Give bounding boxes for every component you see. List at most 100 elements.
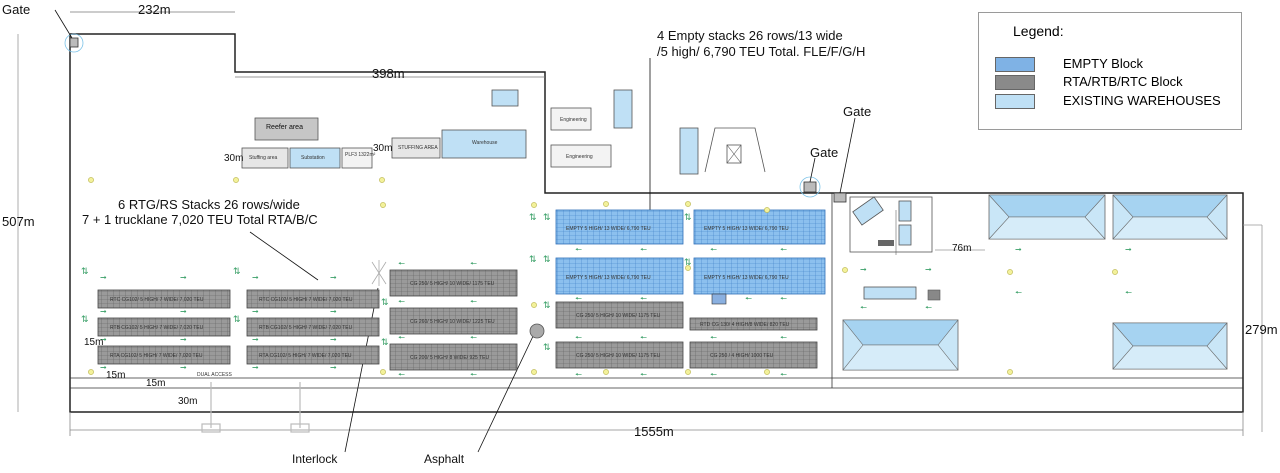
warehouse-small bbox=[441, 129, 527, 159]
svg-text:🠔: 🠔 bbox=[398, 259, 405, 268]
empty-stacks-callout-line2: /5 high/ 6,790 TEU Total. FLE/F/G/H bbox=[657, 44, 866, 59]
cg-block-2 bbox=[389, 307, 518, 335]
svg-text:⇅: ⇅ bbox=[543, 213, 551, 223]
svg-text:⇅: ⇅ bbox=[81, 315, 89, 325]
interlock-label: Interlock bbox=[292, 452, 338, 466]
svg-text:🠔: 🠔 bbox=[575, 333, 582, 342]
cg-block-2-label: CG 260/ 5 HIGH/ 10 WIDE/ 1225 TEU bbox=[410, 319, 495, 325]
svg-text:🠔: 🠔 bbox=[925, 303, 932, 312]
svg-text:🠔: 🠔 bbox=[780, 333, 787, 342]
cg-block-5-label: CG 250/ 5 HIGH/ 10 WIDE/ 1175 TEU bbox=[576, 353, 661, 359]
svg-text:⇅: ⇅ bbox=[381, 338, 389, 348]
svg-text:🠔: 🠔 bbox=[860, 303, 867, 312]
svg-text:🠔: 🠔 bbox=[398, 333, 405, 342]
svg-text:➞: ➞ bbox=[330, 363, 337, 372]
svg-text:🠔: 🠔 bbox=[640, 370, 647, 379]
svg-text:🠔: 🠔 bbox=[780, 370, 787, 379]
rta-block-1 bbox=[97, 345, 231, 365]
empty-block-3 bbox=[555, 257, 684, 295]
dim-15m-b: 15m bbox=[106, 370, 126, 381]
stuffing-area-1-label: Stuffing area bbox=[249, 155, 278, 161]
svg-text:⇅: ⇅ bbox=[529, 255, 537, 265]
interlock-tower bbox=[371, 260, 387, 286]
empty-block-1 bbox=[555, 209, 684, 245]
svg-text:➞: ➞ bbox=[100, 273, 107, 282]
cg-block-4 bbox=[555, 301, 684, 329]
svg-text:⇅: ⇅ bbox=[543, 301, 551, 311]
legend-swatch-rt bbox=[995, 75, 1035, 90]
stuffing-area-2 bbox=[391, 137, 441, 159]
engineering-1 bbox=[550, 107, 592, 131]
cg-block-6-label: CG 250 / 4 HIGH/ 1000 TEU bbox=[710, 353, 774, 359]
svg-text:⇅: ⇅ bbox=[381, 298, 389, 308]
dim-76m: 76m bbox=[952, 243, 972, 254]
dual-access-label: DUAL ACCESS bbox=[197, 372, 232, 378]
svg-text:⇅: ⇅ bbox=[543, 343, 551, 353]
svg-text:🠔: 🠔 bbox=[470, 370, 477, 379]
svg-text:➞: ➞ bbox=[252, 307, 259, 316]
svg-text:➞: ➞ bbox=[330, 273, 337, 282]
empty-block-4-label: EMPTY 5 HIGH/ 13 WIDE/ 6,790 TEU bbox=[704, 275, 789, 281]
rtc-block-1 bbox=[97, 289, 231, 309]
dim-507m: 507m bbox=[2, 214, 35, 229]
empty-block-2 bbox=[693, 209, 826, 245]
rtg-stacks-callout-line1: 6 RTG/RS Stacks 26 rows/wide bbox=[118, 197, 300, 212]
legend-label-empty: EMPTY Block bbox=[1063, 56, 1143, 71]
gate-icon bbox=[833, 192, 847, 203]
svg-text:🠔: 🠔 bbox=[470, 297, 477, 306]
existing-warehouse bbox=[988, 194, 1106, 240]
engineering-1-label: Engineering bbox=[560, 117, 587, 123]
svg-text:🠔: 🠔 bbox=[1015, 288, 1022, 297]
svg-text:➞: ➞ bbox=[252, 273, 259, 282]
plf3 bbox=[341, 147, 373, 169]
rta-block-2-label: RTA CG102/ 5 HIGH/ 7 WIDE/ 7,020 TEU bbox=[259, 353, 352, 359]
cg-block-1-label: CG 250/ 5 HIGH/ 10 WIDE/ 1175 TEU bbox=[410, 281, 495, 287]
substation bbox=[289, 147, 341, 169]
dim-279m: 279m bbox=[1245, 322, 1278, 337]
empty-block-4 bbox=[693, 257, 826, 295]
plf3-label: PLF3 1322m² bbox=[345, 152, 376, 158]
gate-label-2: Gate bbox=[843, 104, 872, 119]
rtg-stacks-callout-line2: 7 + 1 trucklane 7,020 TEU Total RTA/B/C bbox=[82, 212, 318, 227]
legend-label-rt: RTA/RTB/RTC Block bbox=[1063, 74, 1183, 89]
svg-text:➞: ➞ bbox=[100, 363, 107, 372]
svg-text:🠔: 🠔 bbox=[398, 297, 405, 306]
existing-warehouse bbox=[1112, 194, 1228, 240]
svg-text:⇅: ⇅ bbox=[684, 213, 692, 223]
svg-text:🠔: 🠔 bbox=[640, 245, 647, 254]
svg-text:➞: ➞ bbox=[860, 265, 867, 274]
rtb-block-2 bbox=[246, 317, 380, 337]
svg-text:🠔: 🠔 bbox=[710, 333, 717, 342]
svg-text:🠔: 🠔 bbox=[470, 259, 477, 268]
svg-text:➞: ➞ bbox=[330, 335, 337, 344]
svg-text:⇅: ⇅ bbox=[684, 258, 692, 268]
empty-block-1-label: EMPTY 5 HIGH/ 13 WIDE/ 6,790 TEU bbox=[566, 226, 651, 232]
empty-block-3-label: EMPTY 5 HIGH/ 13 WIDE/ 6,790 TEU bbox=[566, 275, 651, 281]
existing-warehouse bbox=[842, 319, 959, 371]
cg-block-5 bbox=[555, 341, 684, 369]
rtd-block bbox=[689, 317, 818, 331]
asphalt-area bbox=[529, 323, 545, 339]
cg-block-1 bbox=[389, 269, 518, 297]
svg-text:🠔: 🠔 bbox=[575, 294, 582, 303]
asphalt-label: Asphalt bbox=[424, 452, 465, 466]
rtb-block-1-label: RTB CG102/ 5 HIGH/ 7 WIDE/ 7,020 TEU bbox=[110, 325, 204, 331]
gate-icon bbox=[69, 37, 79, 48]
light-tower bbox=[201, 382, 310, 433]
svg-text:🠔: 🠔 bbox=[575, 370, 582, 379]
rtd-block-label: RTD CG 130/ 4 HIGH/8 WIDE/ 820 TEU bbox=[700, 322, 790, 328]
svg-text:➞: ➞ bbox=[100, 307, 107, 316]
empty-stacks-callout-line1: 4 Empty stacks 26 rows/13 wide bbox=[657, 28, 843, 43]
svg-text:⇅: ⇅ bbox=[233, 267, 241, 277]
svg-text:🠔: 🠔 bbox=[1125, 288, 1132, 297]
svg-text:🠔: 🠔 bbox=[780, 294, 787, 303]
engineering-2 bbox=[550, 144, 612, 168]
svg-text:➞: ➞ bbox=[252, 335, 259, 344]
svg-text:🠔: 🠔 bbox=[640, 333, 647, 342]
svg-text:➞: ➞ bbox=[100, 335, 107, 344]
rta-block-2 bbox=[246, 345, 380, 365]
warehouse-label: Warehouse bbox=[472, 140, 498, 146]
svg-text:🠔: 🠔 bbox=[780, 245, 787, 254]
gate-label-1: Gate bbox=[2, 2, 31, 17]
